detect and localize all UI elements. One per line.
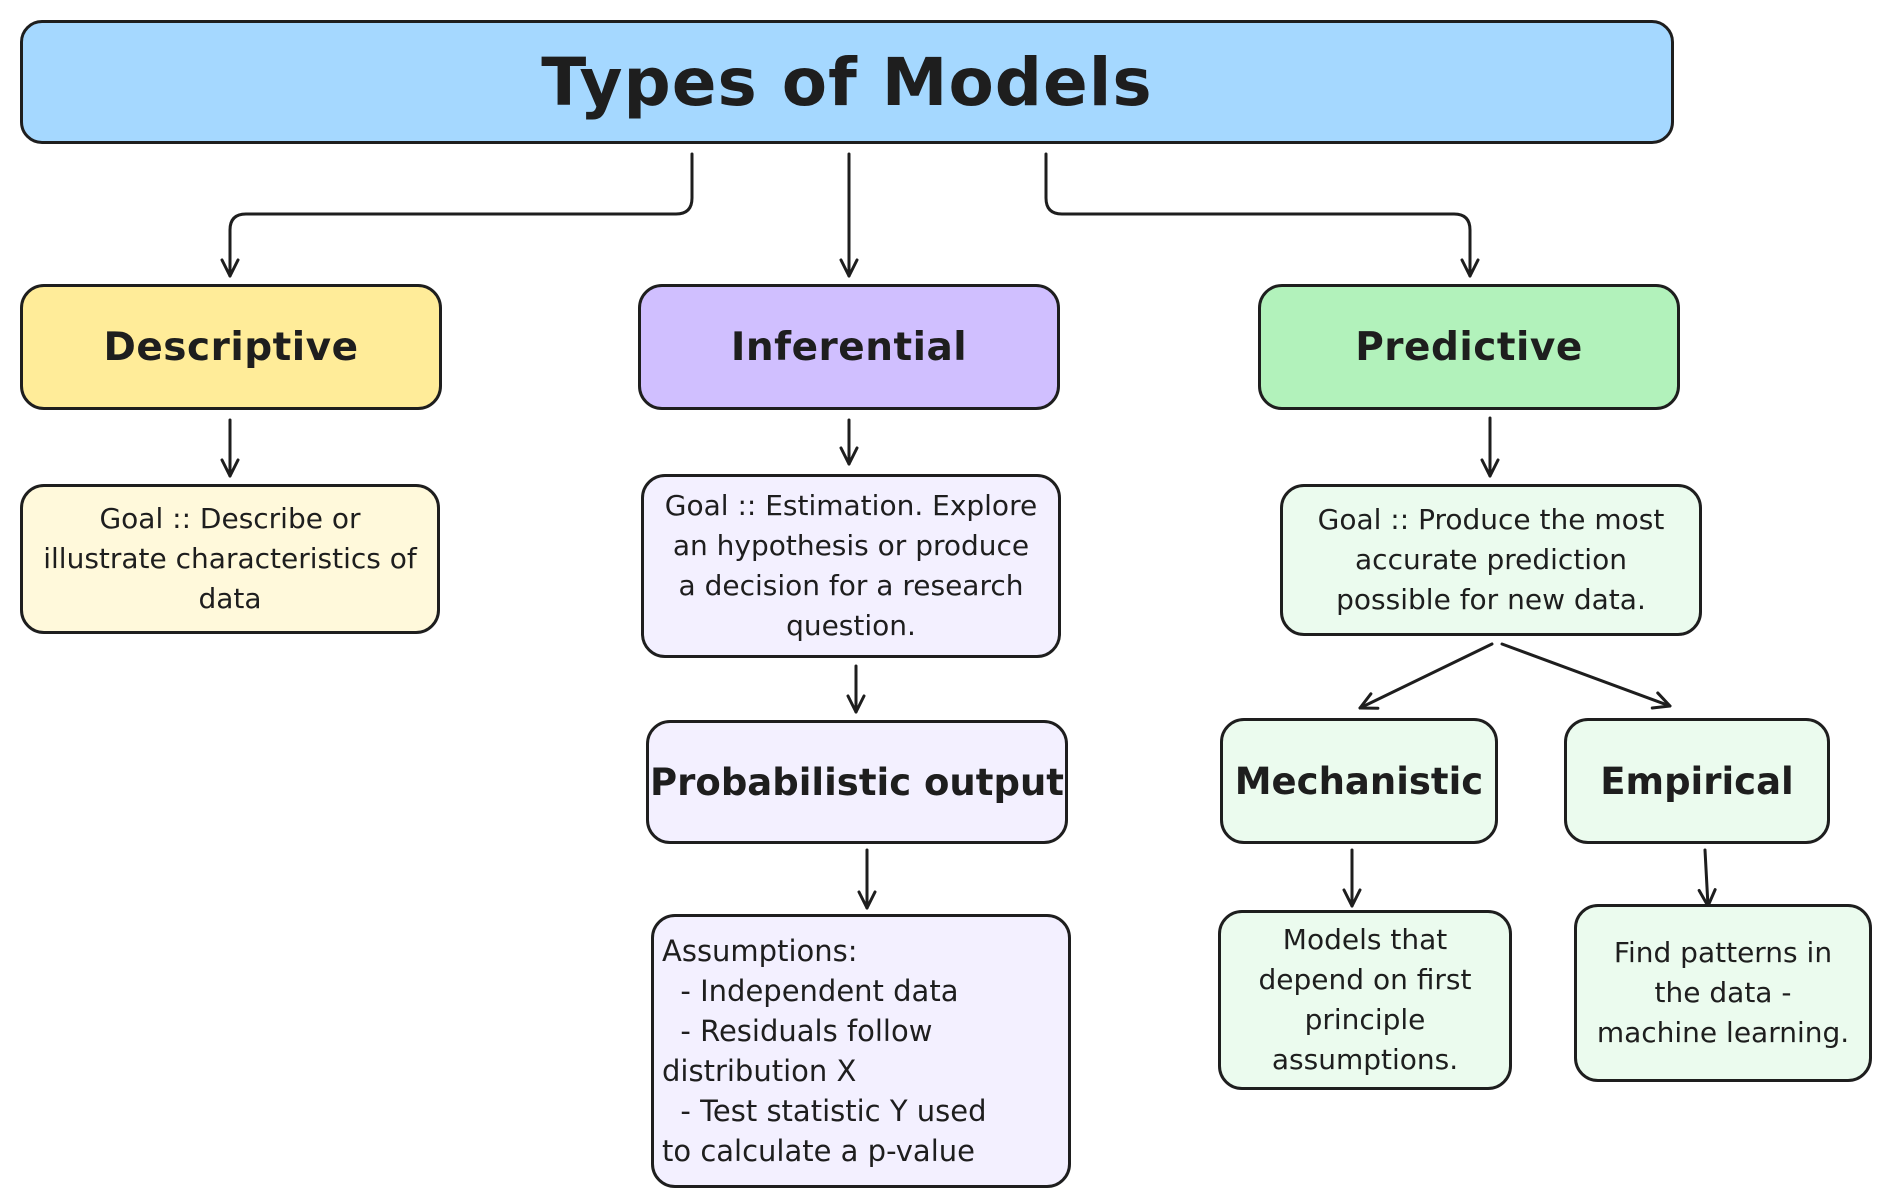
- descriptive-goal-box: Goal :: Describe or illustrate character…: [20, 484, 440, 634]
- empirical-label: Empirical: [1600, 759, 1794, 803]
- descriptive-goal-text: Goal :: Describe or illustrate character…: [43, 502, 417, 615]
- inferential-box: Inferential: [638, 284, 1060, 410]
- arrow-predictive-goal-to-mechanistic: [1358, 642, 1494, 710]
- arrow-title-to-descriptive: [220, 152, 694, 278]
- assumptions-text: Assumptions: - Independent data - Residu…: [662, 934, 987, 1168]
- predictive-goal-box: Goal :: Produce the most accurate predic…: [1280, 484, 1702, 636]
- arrow-predictive-goal-to-empirical: [1500, 642, 1672, 710]
- probabilistic-output-box: Probabilistic output: [646, 720, 1068, 844]
- assumptions-box: Assumptions: - Independent data - Residu…: [651, 914, 1071, 1188]
- arrow-title-to-predictive: [1044, 152, 1480, 278]
- probabilistic-output-label: Probabilistic output: [650, 760, 1064, 804]
- predictive-goal-text: Goal :: Produce the most accurate predic…: [1317, 503, 1665, 616]
- descriptive-label: Descriptive: [103, 324, 359, 370]
- predictive-box: Predictive: [1258, 284, 1680, 410]
- diagram-title-box: Types of Models: [20, 20, 1674, 144]
- arrow-empirical-to-description: [1697, 848, 1717, 908]
- diagram-title: Types of Models: [541, 43, 1153, 121]
- inferential-goal-box: Goal :: Estimation. Explore an hypothesi…: [641, 474, 1061, 658]
- mechanistic-label: Mechanistic: [1234, 759, 1484, 803]
- predictive-label: Predictive: [1355, 324, 1583, 370]
- empirical-box: Empirical: [1564, 718, 1830, 844]
- empirical-description-box: Find patterns in the data - machine lear…: [1574, 904, 1872, 1082]
- mechanistic-description-box: Models that depend on first principle as…: [1218, 910, 1512, 1090]
- descriptive-box: Descriptive: [20, 284, 442, 410]
- mechanistic-description-text: Models that depend on first principle as…: [1258, 923, 1472, 1076]
- inferential-goal-text: Goal :: Estimation. Explore an hypothesi…: [664, 489, 1038, 642]
- empirical-description-text: Find patterns in the data - machine lear…: [1596, 936, 1850, 1049]
- mechanistic-box: Mechanistic: [1220, 718, 1498, 844]
- inferential-label: Inferential: [730, 324, 968, 370]
